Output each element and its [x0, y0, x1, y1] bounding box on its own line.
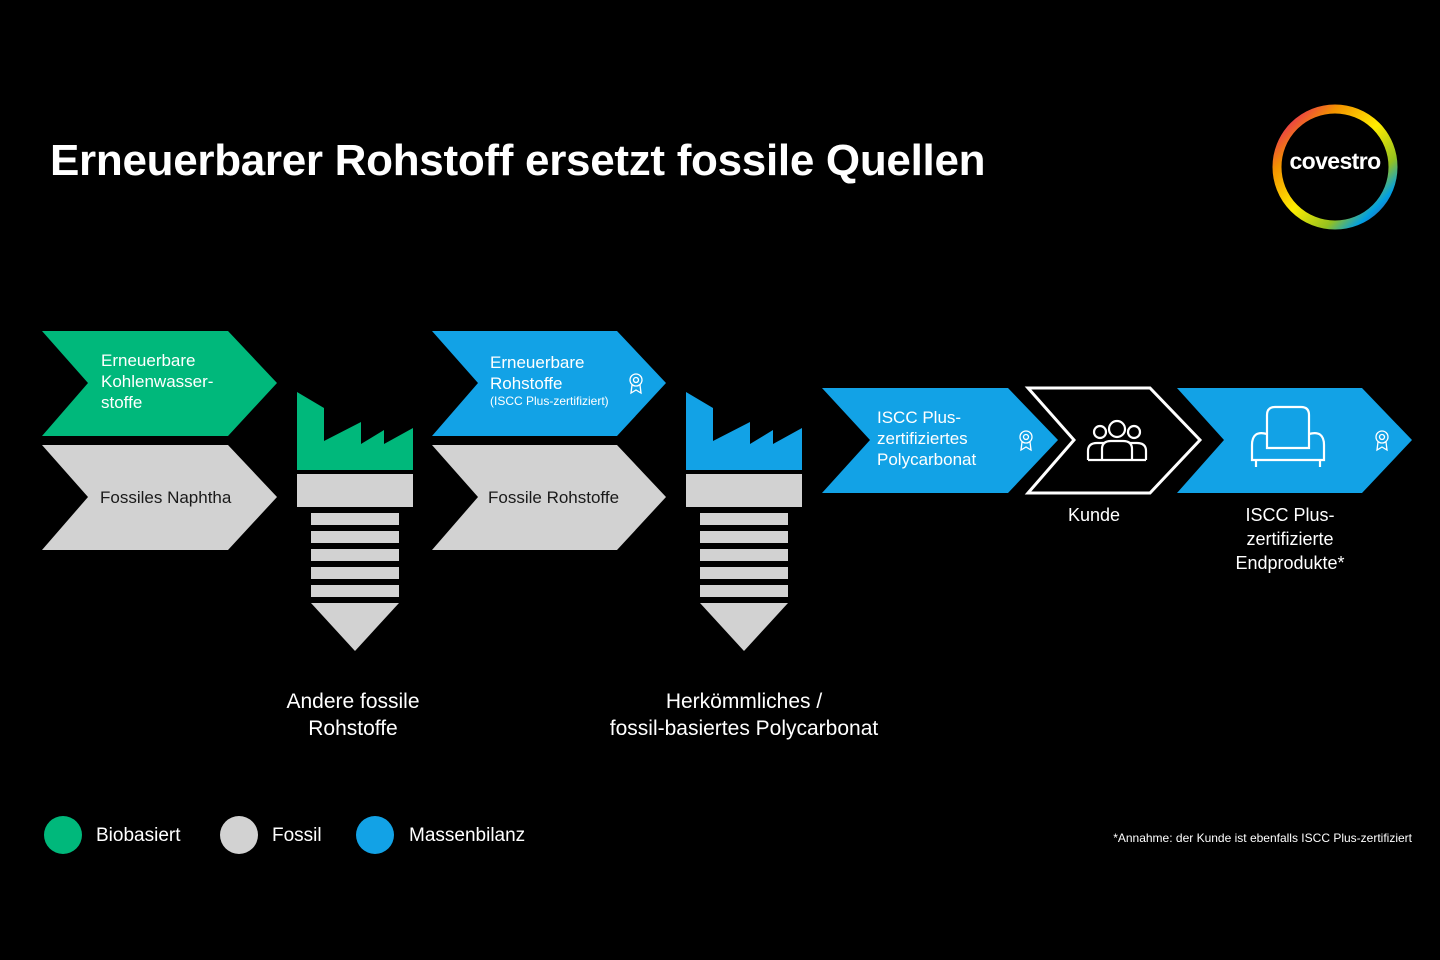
endproducts-label: ISCC Plus- zertifizierte Endprodukte* [1235, 505, 1345, 573]
customer-label: Kunde [1067, 505, 1121, 525]
certificate-icon [629, 373, 643, 395]
renewable-hydrocarbons-arrow [42, 331, 277, 436]
armchair-icon [1250, 405, 1326, 467]
footnote: *Annahme: der Kunde ist ebenfalls ISCC P… [1113, 831, 1412, 845]
endproducts-arrow [1177, 388, 1412, 493]
fossil-naphtha-label: Fossiles Naphtha [100, 488, 232, 507]
certificate-icon [1019, 430, 1033, 452]
legend-dot-mass-balance [356, 816, 394, 854]
page-title: Erneuerbarer Rohstoff ersetzt fossile Qu… [50, 136, 986, 185]
factory-left-caption: Andere fossile Rohstoffe [286, 690, 420, 740]
factory-icon-middle [686, 392, 802, 651]
people-icon [1086, 419, 1148, 462]
legend-label-mass-balance: Massenbilanz [409, 825, 526, 846]
polycarbonate-arrow [822, 388, 1058, 493]
logo-wordmark: covestro [1289, 148, 1381, 174]
legend-label-biobased: Biobasiert [96, 825, 181, 846]
fossil-naphtha-arrow [42, 445, 277, 550]
fossil-feedstock-label: Fossile Rohstoffe [488, 488, 620, 507]
legend-dot-biobased [44, 816, 82, 854]
polycarbonate-label: ISCC Plus- zertifiziertes Polycarbonat [877, 408, 977, 469]
certificate-icon [1375, 430, 1389, 452]
renewable-feedstock-label: Erneuerbare Rohstoffe (ISCC Plus-zertifi… [490, 353, 609, 408]
factory-middle-caption: Herkömmliches / fossil-basiertes Polycar… [609, 690, 879, 740]
renewable-feedstock-arrow [432, 331, 666, 436]
renewable-hydrocarbons-label: Erneuerbare Kohlenwasser- stoffe [101, 351, 214, 412]
factory-icon-left [297, 392, 413, 651]
legend-dot-fossil [220, 816, 258, 854]
covestro-logo [1272, 104, 1398, 230]
fossil-feedstock-arrow [432, 445, 666, 550]
legend-label-fossil: Fossil [272, 825, 322, 846]
